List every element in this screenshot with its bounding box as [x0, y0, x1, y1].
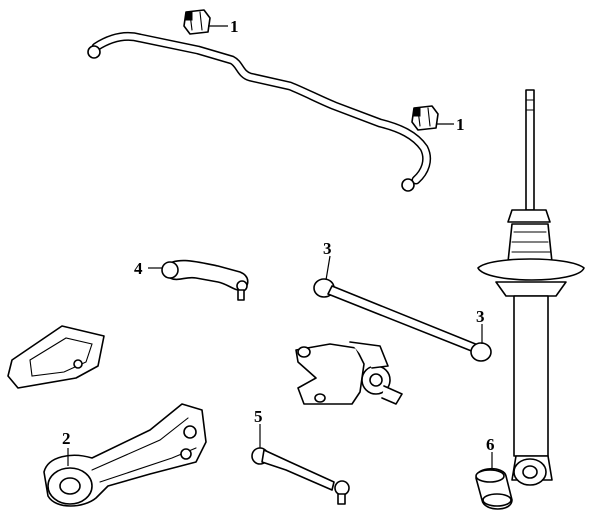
shock-absorber	[477, 89, 585, 486]
rear-knuckle	[295, 341, 403, 405]
lateral-link	[313, 278, 492, 362]
lower-control-arm	[43, 403, 207, 507]
stabilizer-bushing-lower	[411, 105, 439, 131]
callout-3-upper: 3	[323, 239, 332, 258]
callout-1-upper: 1	[230, 17, 239, 36]
callout-5: 5	[254, 407, 263, 426]
callout-2: 2	[62, 429, 71, 448]
leader-lines	[67, 25, 493, 470]
subframe-bracket	[7, 325, 105, 389]
lower-shock-bushing	[475, 467, 513, 510]
stabilizer-bar	[87, 31, 432, 192]
callout-6: 6	[486, 435, 495, 454]
callout-1-lower: 1	[456, 115, 465, 134]
toe-control-link	[251, 447, 350, 505]
upper-control-arm	[161, 259, 249, 301]
stabilizer-bushing-upper	[183, 9, 211, 35]
callout-4: 4	[134, 259, 143, 278]
callout-3-lower: 3	[476, 307, 485, 326]
